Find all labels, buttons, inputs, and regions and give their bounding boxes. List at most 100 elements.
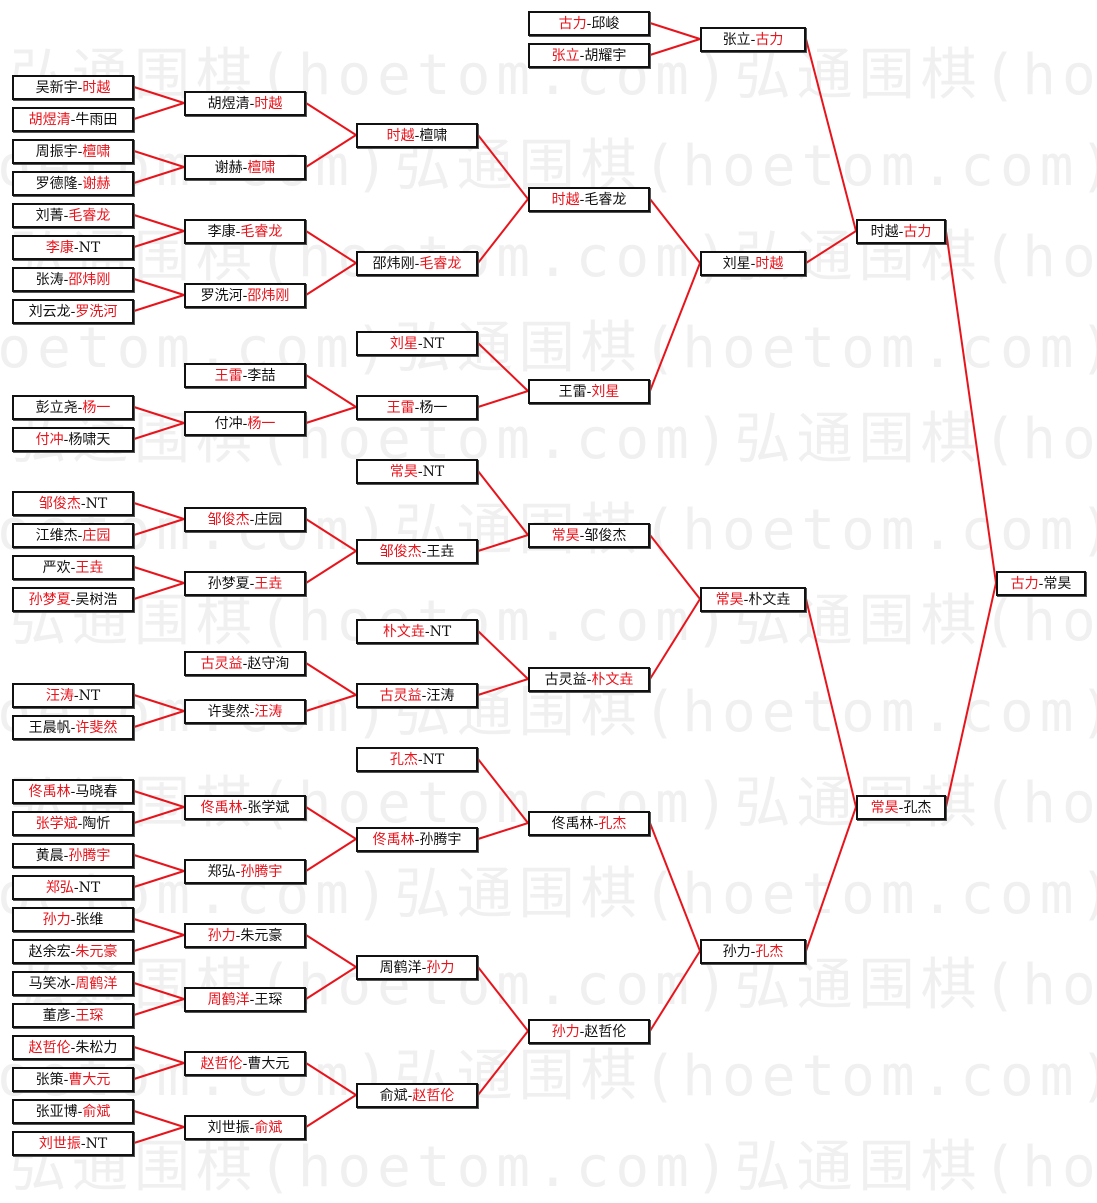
match-box-round-1: 汪涛-NT	[12, 683, 134, 708]
winner-name: 毛睿龙	[68, 207, 111, 224]
separator: -	[421, 543, 427, 560]
winner-name: 周鹤洋	[207, 991, 250, 1008]
winner-name: 古力	[1010, 575, 1039, 592]
winner-name: 佟禹林	[200, 799, 243, 816]
match-box-round-1: 董彦-王琛	[12, 1003, 134, 1028]
winner-name: 王垚	[254, 575, 283, 592]
separator: -	[750, 943, 756, 960]
winner-name: 汪涛	[254, 703, 283, 720]
bracket-connector	[133, 230, 185, 248]
separator: -	[898, 799, 904, 816]
match-box-round-4: 佟禹林-孔杰	[528, 811, 650, 836]
separator: -	[249, 95, 255, 112]
match-box-round-1: 李康-NT	[12, 235, 134, 260]
bracket-connector	[133, 102, 185, 120]
bracket-connector	[305, 550, 357, 584]
winner-name: 时越	[386, 127, 415, 144]
separator: -	[579, 527, 585, 544]
bracket-connector	[477, 390, 529, 408]
player-name: 佟禹林	[551, 815, 594, 832]
player-name: NT	[429, 623, 452, 640]
match-box-round-1: 王晨帆-许斐然	[12, 715, 134, 740]
separator: -	[70, 111, 76, 128]
winner-name: 常昊	[551, 527, 580, 544]
separator: -	[63, 431, 69, 448]
bracket-connector	[305, 518, 357, 552]
match-box-round-2: 付冲-杨一	[184, 411, 306, 436]
separator: -	[77, 79, 83, 96]
match-box-round-1: 吴新宇-时越	[12, 75, 134, 100]
match-box-round-4: 孙力-赵哲伦	[528, 1019, 650, 1044]
separator: -	[70, 303, 76, 320]
winner-name: 王雷	[214, 367, 243, 384]
player-name: NT	[422, 335, 445, 352]
separator: -	[70, 943, 76, 960]
bracket-connector	[945, 582, 997, 808]
winner-name: 俞斌	[254, 1119, 283, 1136]
winner-name: 古灵益	[379, 687, 422, 704]
bracket-connector	[305, 1094, 357, 1128]
match-box-round-1: 刘菁-毛睿龙	[12, 203, 134, 228]
separator: -	[235, 863, 241, 880]
match-box-round-1: 孙梦夏-吴树浩	[12, 587, 134, 612]
separator: -	[750, 255, 756, 272]
player-name: 邵炜刚	[372, 255, 415, 272]
separator: -	[421, 959, 427, 976]
player-name: 许斐然	[207, 703, 250, 720]
bracket-connector	[477, 470, 529, 536]
winner-name: 庄园	[82, 527, 111, 544]
match-box-round-1: 张涛-邵炜刚	[12, 267, 134, 292]
bracket-connector	[649, 598, 701, 680]
player-name: 刘星	[722, 255, 751, 272]
winner-name: 罗洗河	[75, 303, 118, 320]
separator: -	[579, 1023, 585, 1040]
bracket-connector	[477, 534, 529, 552]
bracket-connector	[305, 406, 357, 424]
match-box-round-1: 马笑冰-周鹤洋	[12, 971, 134, 996]
bracket-connector	[805, 806, 857, 952]
bracket-connector	[305, 230, 357, 264]
bracket-connector	[477, 630, 529, 680]
separator: -	[77, 399, 83, 416]
winner-name: 时越	[755, 255, 784, 272]
player-name: 孙力	[722, 943, 751, 960]
separator: -	[80, 495, 86, 512]
player-name: 朱松力	[75, 1039, 118, 1056]
winner-name: 曹大元	[68, 1071, 111, 1088]
separator: -	[414, 399, 420, 416]
separator: -	[417, 463, 423, 480]
match-box-round-3: 时越-檀啸	[356, 123, 478, 148]
winner-name: 时越	[254, 95, 283, 112]
player-name: 曹大元	[247, 1055, 290, 1072]
winner-name: 孙力	[551, 1023, 580, 1040]
player-name: 谢赫	[214, 159, 243, 176]
match-box-round-2: 周鹤洋-王琛	[184, 987, 306, 1012]
winner-name: 杨一	[247, 415, 276, 432]
separator: -	[249, 511, 255, 528]
bracket-connector	[805, 598, 857, 808]
separator: -	[586, 383, 592, 400]
player-name: NT	[78, 687, 101, 704]
separator: -	[1038, 575, 1044, 592]
bracket-connector	[805, 38, 857, 232]
player-name: 周鹤洋	[379, 959, 422, 976]
match-box-round-5: 孙力-孔杰	[700, 939, 806, 964]
winner-name: 张立	[551, 47, 580, 64]
player-name: NT	[422, 751, 445, 768]
bracket-connector	[305, 694, 357, 712]
winner-name: 杨一	[82, 399, 111, 416]
winner-name: 朴文垚	[591, 671, 634, 688]
player-name: 俞斌	[379, 1087, 408, 1104]
winner-name: 赵哲伦	[200, 1055, 243, 1072]
separator: -	[70, 911, 76, 928]
separator: -	[417, 751, 423, 768]
separator: -	[417, 335, 423, 352]
winner-name: 朴文垚	[382, 623, 425, 640]
bracket-connector	[477, 822, 529, 840]
separator: -	[242, 655, 248, 672]
separator: -	[414, 255, 420, 272]
bracket-connector	[133, 934, 185, 952]
match-box-round-4: 常昊-邹俊杰	[528, 523, 650, 548]
separator: -	[63, 847, 69, 864]
bracket-connector	[649, 262, 701, 392]
